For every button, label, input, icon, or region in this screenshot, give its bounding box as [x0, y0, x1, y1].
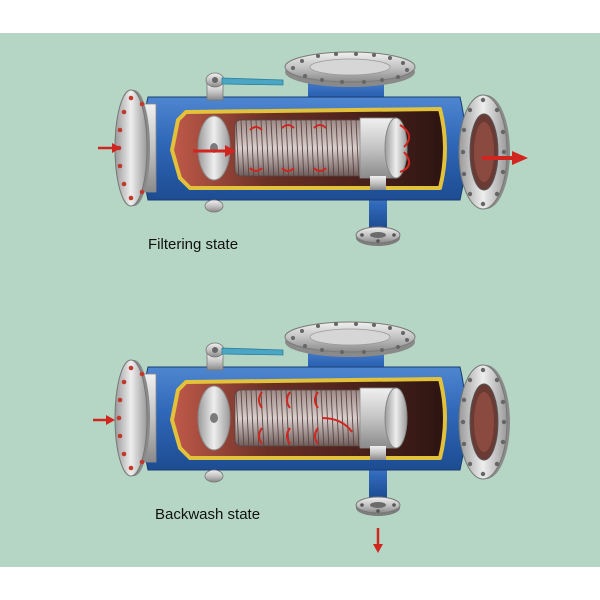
- flow-arrow-icon: [193, 145, 236, 157]
- filter-unit-backwash: [93, 320, 512, 518]
- flow-arrow-icon: [249, 124, 411, 173]
- flow-arrow-icon: [373, 528, 383, 553]
- flow-arrow-icon: [93, 415, 115, 425]
- flow-arrow-icon: [98, 143, 121, 153]
- caption-backwash-state: Backwash state: [155, 506, 261, 523]
- filter-unit-filtering: [98, 50, 528, 248]
- flow-arrow-icon: [258, 391, 353, 445]
- caption-filtering-state: Filtering state: [148, 236, 239, 253]
- flow-arrow-icon: [482, 151, 528, 165]
